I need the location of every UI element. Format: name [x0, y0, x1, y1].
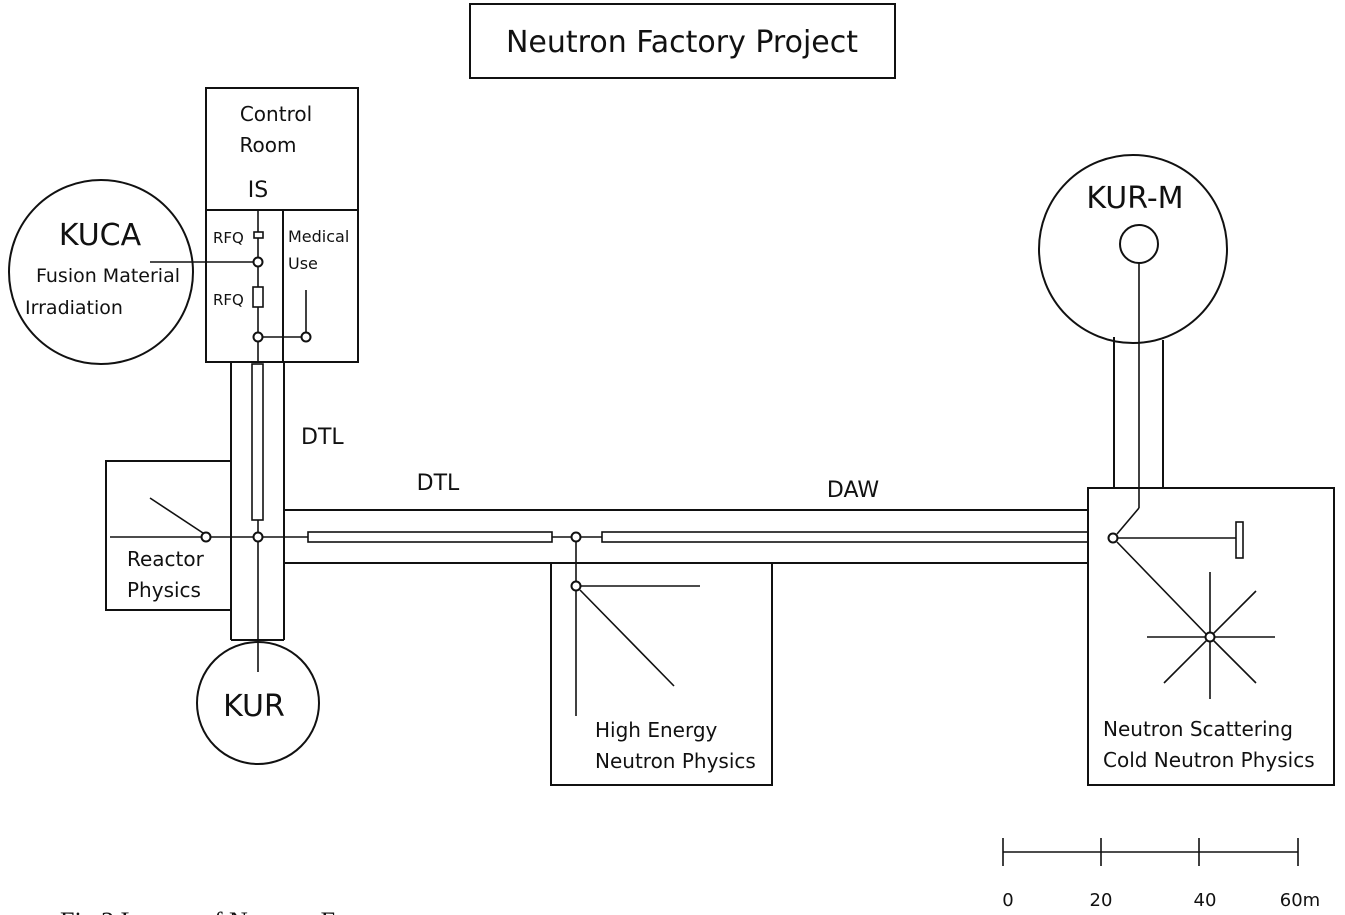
kur-m-label: KUR-M — [1086, 181, 1183, 216]
horizontal-dtl-module — [307, 531, 553, 543]
title-box: Neutron Factory Project — [469, 3, 896, 79]
reactor-physics-room: Reactor Physics — [105, 460, 253, 611]
control-room-label-line2: Room — [240, 133, 297, 157]
kur-m-circle — [1038, 154, 1228, 344]
dtl-vertical-label: DTL — [301, 425, 344, 450]
rfq-lower-module — [252, 286, 264, 308]
kur-m-core — [1119, 224, 1159, 264]
star-center-node — [1204, 631, 1216, 643]
scale-label-20: 20 — [1090, 890, 1113, 911]
figure-caption: Fig.2 Layout of Neutron Factory — [60, 907, 400, 915]
rfq-upper-module — [253, 231, 264, 239]
rfq-lower-label: RFQ — [213, 291, 244, 309]
reactor-physics-outline — [105, 460, 232, 611]
title-frame — [469, 3, 896, 79]
ion-source-label: IS — [248, 178, 268, 203]
high-energy-split-node — [570, 531, 582, 543]
kur-facility: KUR — [196, 542, 320, 765]
scale-label-40: 40 — [1194, 890, 1217, 911]
scattering-label-line2: Cold Neutron Physics — [1103, 748, 1315, 772]
kuca-label: KUCA — [59, 218, 142, 253]
vertical-dtl-module — [251, 363, 264, 521]
beam-stop — [1235, 521, 1244, 559]
diagram-title: Neutron Factory Project — [506, 25, 858, 60]
kur-m-bend-line — [1116, 507, 1140, 535]
scattering-label-line1: Neutron Scattering — [1103, 717, 1293, 741]
medical-node — [300, 331, 312, 343]
daw-module — [601, 531, 1089, 543]
kuca-split-node — [252, 256, 264, 268]
kur-label: KUR — [223, 689, 285, 724]
fusion-label-line1: Fusion Material — [36, 265, 180, 287]
high-energy-node — [570, 580, 582, 592]
medical-use-label-line1: Medical — [288, 227, 349, 246]
scattering-outline — [1087, 487, 1335, 786]
fusion-label-line2: Irradiation — [25, 297, 123, 319]
star-diagonal-line-b — [1209, 636, 1257, 684]
main-junction-node — [252, 531, 264, 543]
medical-split-node — [252, 331, 264, 343]
medical-use-label-line2: Use — [288, 254, 318, 273]
control-room-label-line1: Control — [240, 102, 312, 126]
scattering-diagonal-line — [1116, 541, 1209, 637]
dtl-horizontal-label: DTL — [417, 471, 460, 496]
high-energy-label-line1: High Energy — [595, 718, 718, 742]
high-energy-label-line2: Neutron Physics — [595, 749, 756, 773]
scattering-star — [1147, 572, 1275, 699]
scattering-node — [1107, 532, 1119, 544]
vertical-dtl-tunnel: DTL — [230, 362, 344, 641]
neutron-scattering-room: Neutron Scattering Cold Neutron Physics — [1087, 487, 1335, 786]
scale-bar: 0 20 40 60m — [1002, 838, 1320, 911]
reactor-physics-label-line2: Physics — [127, 578, 201, 602]
rfq-upper-label: RFQ — [213, 229, 244, 247]
high-energy-diagonal-line — [579, 589, 675, 687]
high-energy-outline — [550, 562, 773, 786]
kuca-facility: KUCA Fusion Material Irradiation — [8, 179, 253, 365]
control-room-building: Control Room IS RFQ RFQ Medical Use — [205, 87, 359, 363]
reactor-target-line — [149, 497, 204, 534]
kuca-circle — [8, 179, 194, 365]
daw-label: DAW — [827, 478, 879, 503]
kur-m-facility: KUR-M — [1038, 154, 1228, 508]
reactor-node — [200, 531, 212, 543]
scale-label-60m: 60m — [1280, 890, 1320, 911]
high-energy-room: High Energy Neutron Physics — [550, 542, 773, 786]
horizontal-tunnel: DTL DAW — [262, 471, 1089, 564]
scale-label-0: 0 — [1002, 890, 1013, 911]
reactor-physics-label-line1: Reactor — [127, 547, 205, 571]
